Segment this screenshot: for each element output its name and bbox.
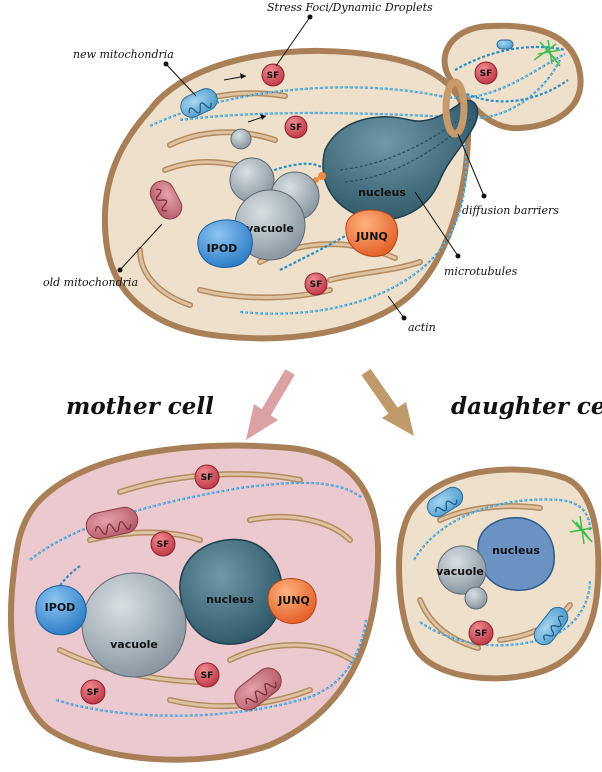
svg-text:SF: SF [290, 123, 303, 133]
junq-label-mother: JUNQ [277, 594, 310, 607]
vacuole-label-top: vacuole [246, 222, 294, 235]
vacuole-daughter-small [464, 586, 488, 610]
new-mitochondrion-top [180, 88, 218, 118]
svg-text:SF: SF [267, 71, 280, 81]
old-mitochondrion [85, 506, 139, 540]
mother-cell: nucleus vacuole IPOD JUNQ SF SF [7, 442, 382, 763]
mother-cell-title: mother cell [66, 393, 214, 420]
nucleus-mother [179, 538, 283, 645]
svg-text:SF: SF [480, 69, 493, 79]
junq-mother [267, 578, 317, 624]
old-mitochondrion [234, 667, 282, 711]
junq-top [345, 209, 398, 257]
ipod-label-mother: IPOD [45, 601, 76, 614]
new-mitochondria-label: new mitochondria [73, 48, 174, 61]
nucleus-daughter [477, 517, 555, 591]
vesicle [230, 128, 252, 150]
sf-focus: SF [474, 61, 498, 85]
daughter-cell: nucleus vacuole SF [396, 466, 602, 682]
diffusion-barrier-ring [442, 78, 468, 138]
mother-arrow [246, 369, 295, 440]
nucleus-label-top: nucleus [358, 186, 406, 199]
nucleus-label-daughter: nucleus [492, 544, 540, 557]
ipod-top [197, 219, 253, 268]
bud-tip-patch [533, 39, 561, 67]
sf-focus: SF [261, 63, 285, 87]
microtubules-label: microtubules [444, 265, 518, 278]
vacuole-label-daughter: vacuole [436, 565, 484, 578]
junq-label-top: JUNQ [355, 230, 388, 243]
old-mitochondria-label: old mitochondria [43, 276, 138, 289]
svg-text:SF: SF [475, 629, 488, 639]
sf-focus: SF [80, 679, 106, 705]
sf-focus: SF [194, 464, 220, 490]
old-mitochondrion-top [149, 180, 183, 220]
svg-text:SF: SF [310, 280, 323, 290]
daughter-tip-patch [569, 515, 593, 545]
ipod-mother [35, 585, 87, 636]
daughter-cell-title: daughter cell [451, 393, 602, 420]
sf-focus: SF [284, 115, 308, 139]
daughter-arrow [361, 368, 414, 436]
ipod-label-top: IPOD [207, 242, 238, 255]
vacuole-label-mother: vacuole [110, 638, 158, 651]
new-mitochondrion-bud [496, 39, 514, 50]
svg-text:SF: SF [201, 671, 214, 681]
new-mitochondrion [426, 486, 464, 518]
svg-text:SF: SF [201, 473, 214, 483]
actin-label: actin [408, 321, 436, 334]
labels: Stress Foci/Dynamic Droplets new mitocho… [43, 1, 559, 334]
svg-text:SF: SF [87, 688, 100, 698]
sf-focus: SF [150, 531, 176, 557]
diffusion-barriers-label: diffusion barriers [462, 204, 559, 217]
new-mitochondrion [533, 606, 569, 646]
budding-cell: nucleus vacuole IPOD JUNQ [101, 22, 584, 342]
vacuole-daughter [437, 545, 487, 595]
sf-focus: SF [304, 272, 328, 296]
nucleus-label-mother: nucleus [206, 593, 254, 606]
vacuole-mother [81, 572, 187, 678]
svg-text:SF: SF [157, 540, 170, 550]
sf-focus: SF [194, 662, 220, 688]
stress-foci-label: Stress Foci/Dynamic Droplets [267, 1, 433, 14]
sf-focus: SF [468, 620, 494, 646]
